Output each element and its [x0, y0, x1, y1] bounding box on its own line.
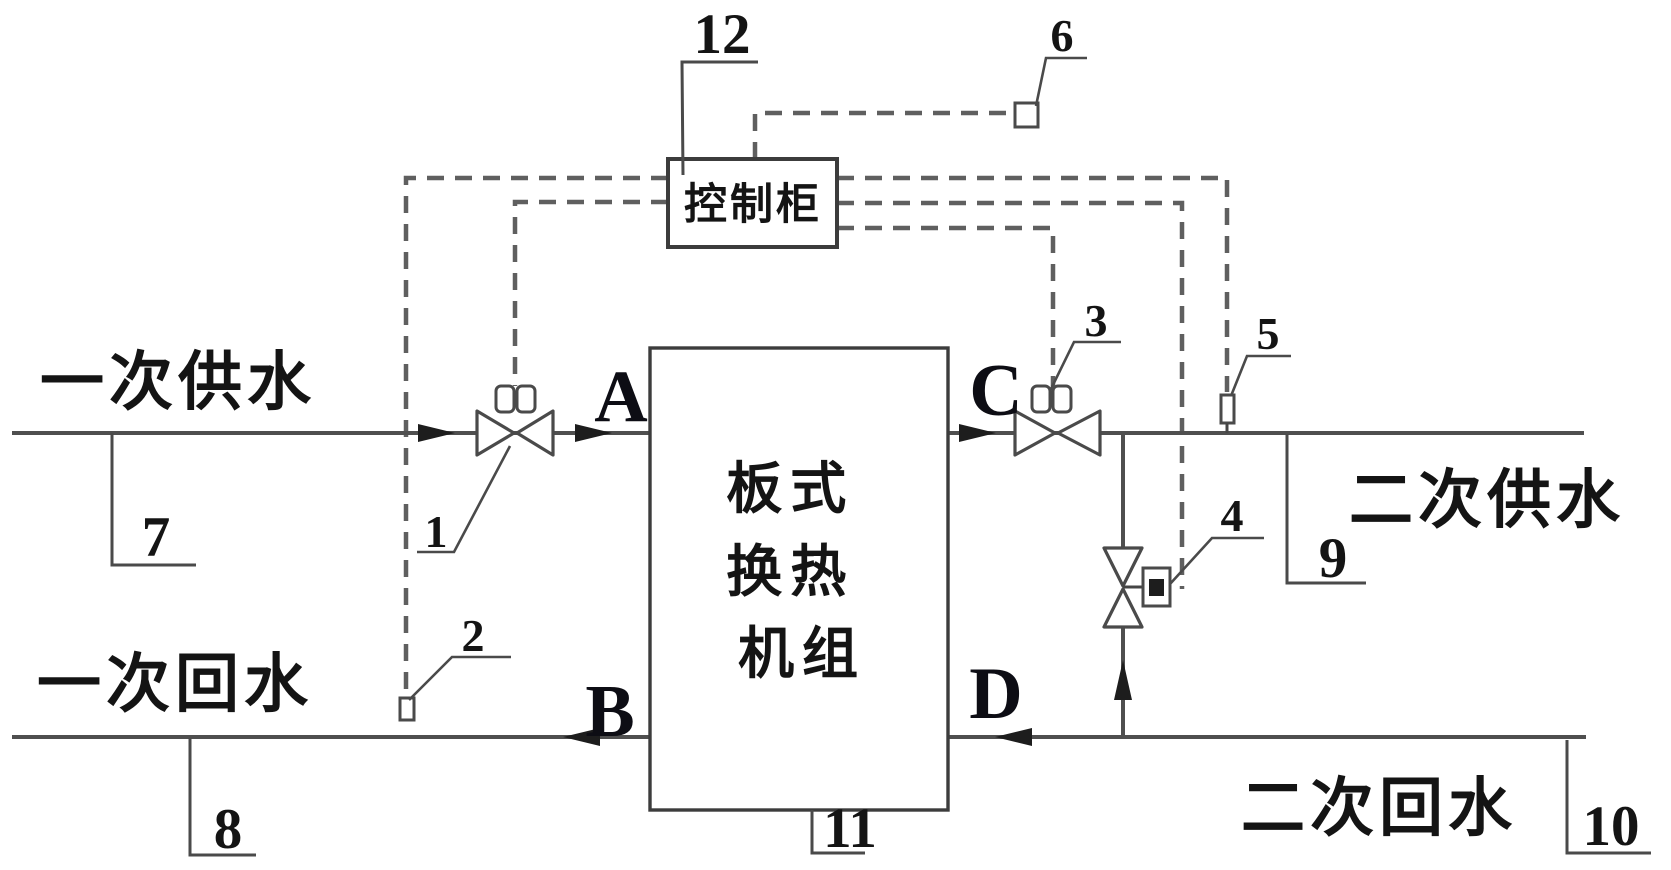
flow-arrow-return-d	[995, 728, 1032, 746]
valve1-actuator-right	[515, 384, 537, 414]
return-temp-sensor	[398, 696, 416, 722]
primary-return-label: 一次回水	[37, 648, 313, 720]
sensors	[398, 101, 1236, 722]
callout1-leader	[417, 445, 512, 554]
control-cabinet-box	[666, 157, 839, 249]
callout8-leader	[188, 738, 256, 857]
callout-4: 4	[1221, 490, 1244, 541]
heat-exchanger-box	[648, 346, 950, 812]
heat-exchanger-unit: 板式 换热 机组	[648, 346, 950, 812]
valve1-body-left	[475, 409, 516, 457]
callout3-leader	[1048, 340, 1121, 392]
port-letters: A B C D	[585, 350, 1022, 753]
signal-line-to-secondary-valve	[837, 225, 1056, 386]
port-a-label: A	[594, 356, 647, 438]
port-d-label: D	[969, 653, 1022, 735]
signal-line-to-return-sensor	[403, 175, 668, 696]
valve4-actuator-core	[1149, 579, 1164, 596]
callout-leaders	[110, 56, 1651, 857]
primary-control-valve	[475, 384, 555, 457]
bypass-valve	[1102, 546, 1172, 629]
callout-2: 2	[462, 610, 485, 661]
flow-arrow-supply-3	[959, 424, 996, 442]
heat-exchanger-label-line3: 机组	[738, 622, 866, 685]
callout9-leader	[1285, 434, 1366, 585]
heat-exchanger-label-line2: 换热	[726, 540, 854, 603]
callout-12: 12	[694, 3, 751, 66]
secondary-supply-label: 二次供水	[1349, 464, 1625, 536]
callout-1: 1	[425, 506, 448, 557]
flow-arrows	[418, 424, 1132, 746]
callout10-leader	[1565, 740, 1651, 855]
signal-line-to-supply-sensor	[837, 175, 1230, 392]
callout-11: 11	[823, 797, 877, 860]
valve3-body-right	[1056, 409, 1102, 457]
heat-exchanger-label: 板式 换热 机组	[726, 457, 878, 685]
callout-3: 3	[1085, 295, 1108, 346]
primary-supply-label: 一次供水	[40, 346, 316, 418]
signal-line-to-bypass-valve	[837, 200, 1185, 589]
callout4-leader	[1169, 536, 1264, 585]
flow-arrow-bypass-up	[1114, 660, 1132, 700]
flow-arrow-return-b	[563, 728, 600, 746]
port-c-label: C	[969, 350, 1022, 432]
callout7-leader	[110, 433, 196, 567]
control-signal-lines	[403, 110, 1230, 696]
supply-temp-sensor	[1219, 393, 1236, 425]
callout12-leader	[680, 60, 758, 176]
pipe-labels: 一次供水 一次回水 二次供水 二次回水	[37, 346, 1625, 844]
valve4-body-top	[1102, 546, 1144, 588]
valve3-actuator-right	[1051, 384, 1073, 414]
callout2-leader	[408, 655, 511, 701]
heat-exchanger-label-line1: 板式	[726, 457, 854, 520]
outdoor-temp-sensor	[1013, 101, 1040, 129]
callout5-leader	[1229, 354, 1291, 397]
callout-numbers: 1 2 3 4 5 6 7 8 9 10 11 12	[142, 3, 1640, 861]
control-cabinet: 控制柜	[666, 157, 839, 249]
secondary-return-label: 二次回水	[1241, 772, 1517, 844]
valve4-body-bottom	[1102, 587, 1144, 629]
secondary-control-valve	[1013, 384, 1102, 457]
port-b-label: B	[585, 671, 634, 753]
callout-10: 10	[1583, 795, 1640, 858]
callout11-leader	[810, 810, 865, 855]
signal-line-to-primary-valve	[512, 199, 668, 386]
signal-line-to-outdoor-sensor	[752, 110, 1014, 159]
flow-arrow-supply-1	[418, 424, 455, 442]
callout-7: 7	[142, 506, 171, 569]
callout-5: 5	[1257, 308, 1280, 359]
flow-arrow-supply-2	[575, 424, 612, 442]
valve1-actuator-left	[494, 384, 516, 414]
valve3-actuator-left	[1030, 384, 1052, 414]
callout-9: 9	[1319, 527, 1348, 590]
callout6-leader	[1034, 56, 1087, 107]
callout-8: 8	[214, 798, 243, 861]
control-cabinet-label: 控制柜	[684, 181, 822, 229]
callout-6: 6	[1051, 10, 1074, 61]
valve3-body-left	[1013, 409, 1057, 457]
valve1-body-right	[515, 409, 555, 457]
